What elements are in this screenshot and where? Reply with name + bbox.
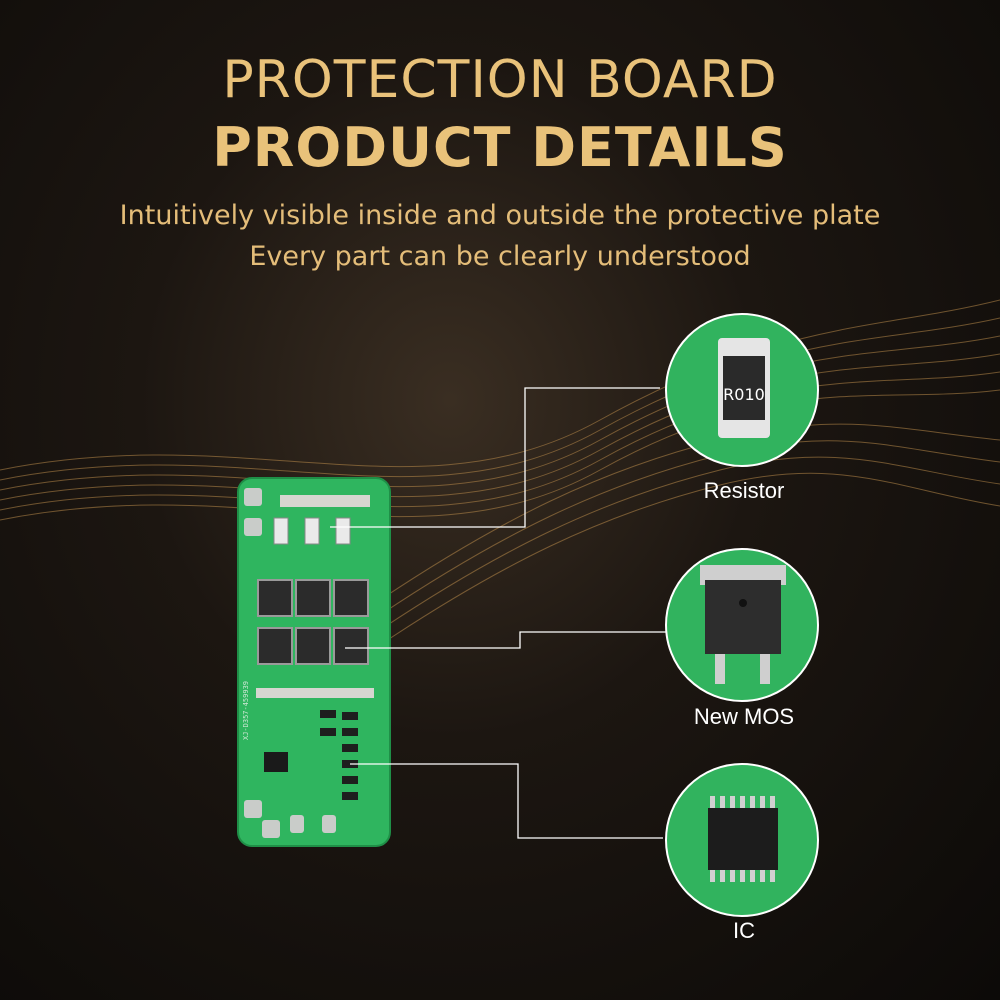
resistor xyxy=(304,517,320,545)
mos-chip xyxy=(295,579,331,617)
resistor-leader-line xyxy=(330,387,660,528)
pad xyxy=(322,815,336,833)
subtitle-line1: Intuitively visible inside and outside t… xyxy=(119,200,881,231)
pad xyxy=(262,820,280,838)
mos-chip xyxy=(295,627,331,665)
page-title-line2: PRODUCT DETAILS xyxy=(212,116,788,179)
ic-label: IC xyxy=(733,918,755,943)
copper-strip xyxy=(256,688,374,698)
mos-leader-line xyxy=(345,631,668,649)
subtitle-line2: Every part can be clearly understood xyxy=(249,241,751,272)
mos-label: New MOS xyxy=(693,704,795,729)
resistor-label: Resistor xyxy=(703,478,785,503)
resistor-marking: R010 xyxy=(723,385,765,404)
copper-strip xyxy=(280,495,370,507)
ic-zoom-circle xyxy=(665,763,819,917)
mos-chip xyxy=(257,579,293,617)
resistor xyxy=(273,517,289,545)
mos-chip xyxy=(333,579,369,617)
pad xyxy=(244,488,262,506)
mos-zoom-circle xyxy=(665,548,819,702)
board-silkscreen: XJ-D357-459939 xyxy=(242,681,250,740)
resistor-zoom-circle: R010 xyxy=(665,313,819,467)
pad xyxy=(244,518,262,536)
page-title-line1: PROTECTION BOARD xyxy=(222,50,778,110)
mos-chip xyxy=(257,627,293,665)
ic-chip xyxy=(264,752,288,772)
ic-leader-line xyxy=(350,763,663,839)
pad xyxy=(244,800,262,818)
resistor xyxy=(335,517,351,545)
pad xyxy=(290,815,304,833)
mos-chip xyxy=(333,627,369,665)
